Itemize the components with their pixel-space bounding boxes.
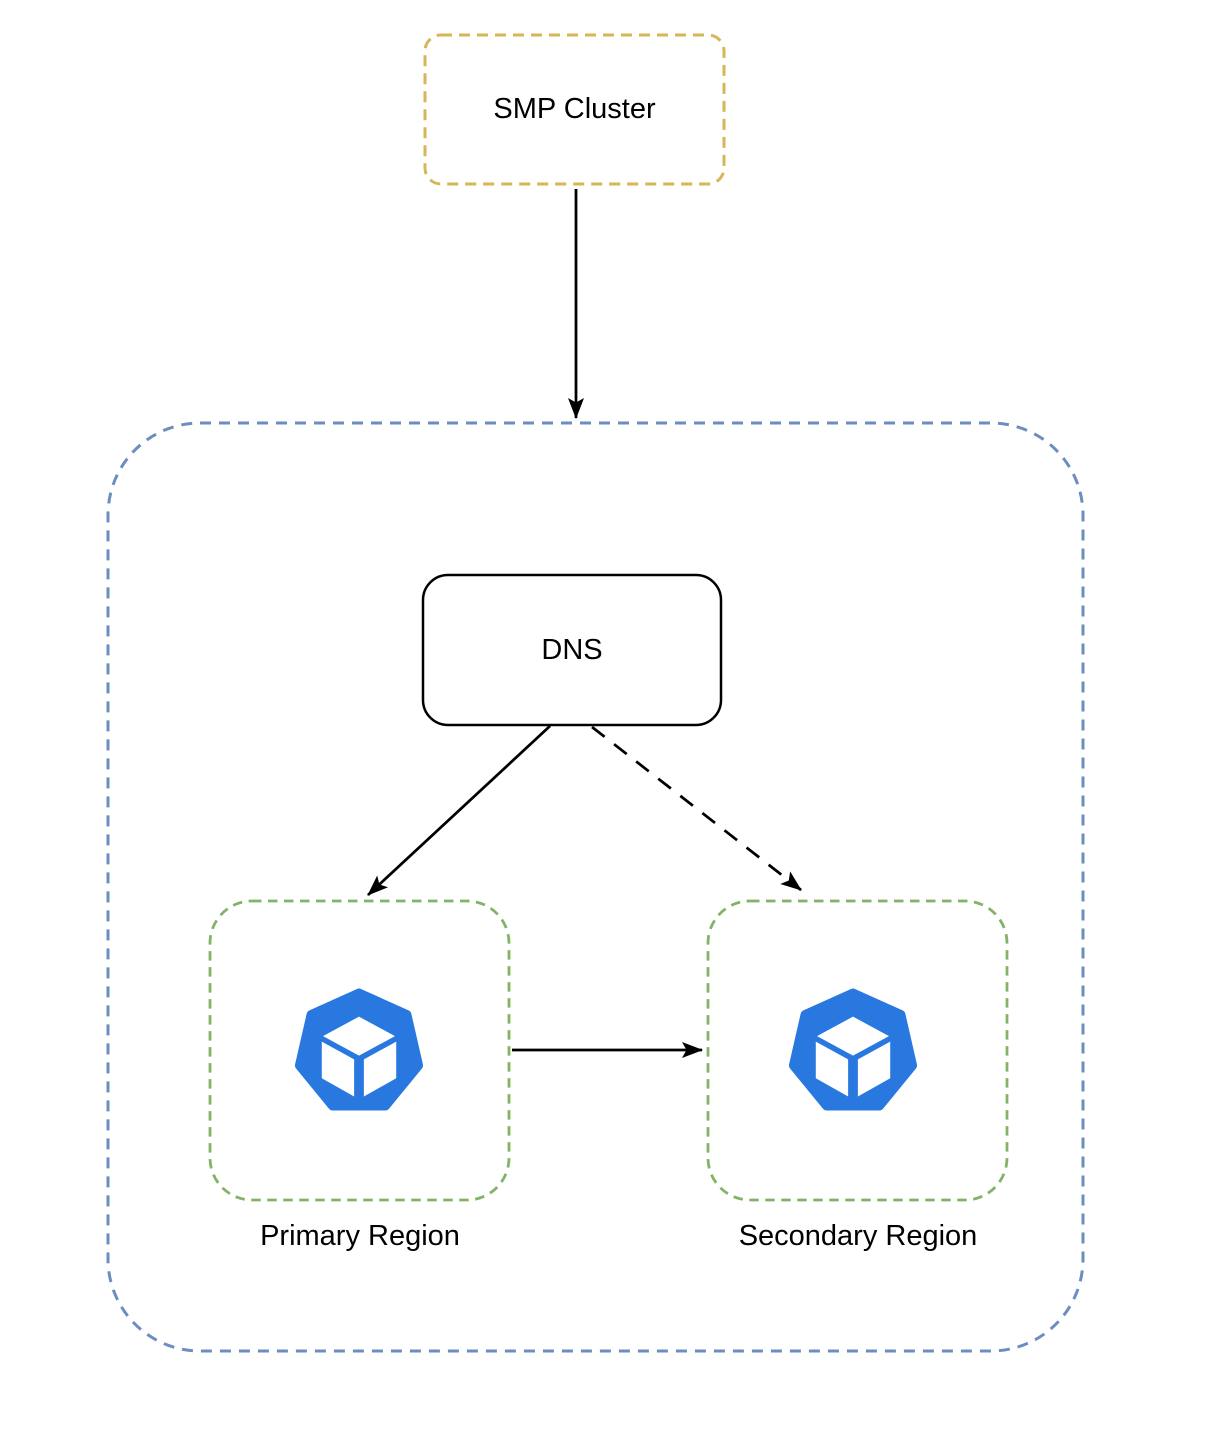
- smp-cluster-label: SMP Cluster: [493, 93, 656, 126]
- edge-dns-to-secondary: [591, 725, 802, 892]
- primary-region-box: [208, 899, 511, 1202]
- secondary-region-label: Secondary Region: [738, 1220, 978, 1252]
- dns-label: DNS: [541, 633, 603, 666]
- primary-region-label: Primary Region: [260, 1220, 460, 1252]
- outer-container-box: [106, 421, 1085, 1353]
- secondary-cube-heptagon-icon: [794, 993, 912, 1105]
- secondary-region-box: [706, 899, 1009, 1202]
- dns-box: [421, 573, 723, 727]
- edge-dns-to-primary: [367, 724, 551, 897]
- smp-cluster-box: [423, 33, 726, 186]
- primary-cube-heptagon-icon: [300, 993, 418, 1105]
